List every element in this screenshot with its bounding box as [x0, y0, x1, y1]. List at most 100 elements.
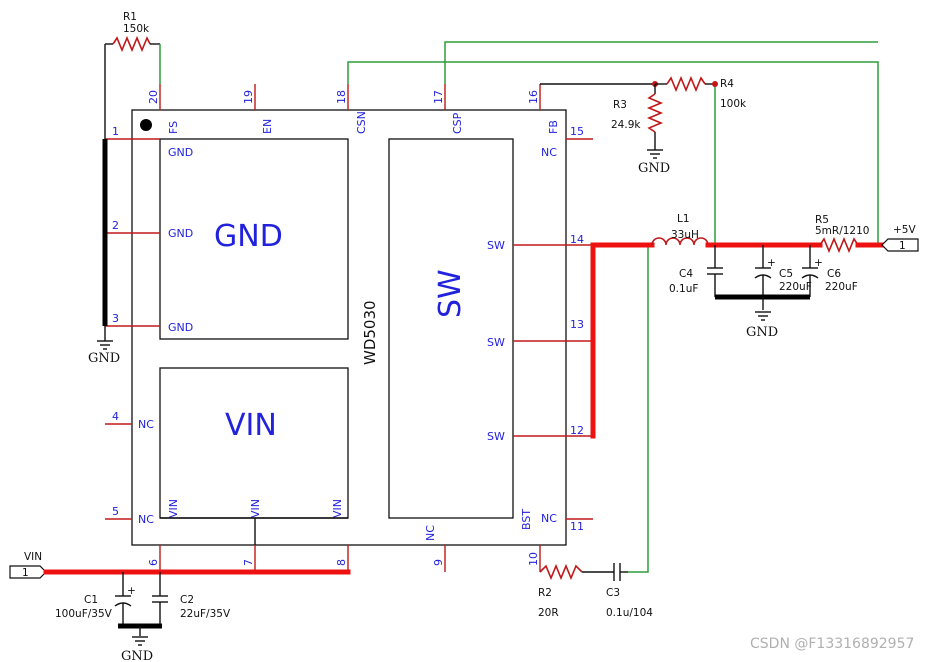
c4-capacitor	[707, 245, 723, 297]
c1-capacitor	[114, 572, 132, 626]
l1-ref: L1	[677, 213, 690, 225]
c5-value: 220uF	[779, 281, 812, 293]
r2-value: 20R	[538, 607, 559, 619]
svg-text:FB: FB	[547, 120, 560, 134]
r2-resistor	[539, 563, 583, 581]
c2-capacitor	[152, 572, 168, 626]
gnd-pad-label: GND	[214, 219, 283, 254]
svg-text:VIN: VIN	[167, 499, 180, 518]
gnd-label-out: GND	[746, 325, 778, 340]
gnd-label-left: GND	[88, 351, 120, 366]
svg-text:6: 6	[147, 559, 160, 566]
gnd-pad	[159, 138, 349, 340]
c6-ref: C6	[827, 268, 841, 280]
svg-text:11: 11	[570, 520, 584, 533]
out-port-num: 1	[899, 240, 906, 252]
svg-text:BST: BST	[520, 509, 533, 530]
gnd-label-r3: GND	[638, 161, 670, 176]
r5-value: 5mR/1210	[815, 225, 869, 237]
c3-capacitor	[613, 563, 621, 581]
svg-text:CSN: CSN	[355, 111, 368, 134]
svg-text:7: 7	[242, 559, 255, 566]
ground-symbol-out	[755, 311, 771, 321]
c2-value: 22uF/35V	[180, 608, 231, 620]
svg-text:14: 14	[570, 233, 584, 246]
svg-text:16: 16	[527, 90, 540, 104]
svg-text:5: 5	[112, 505, 119, 518]
c1-plus: +	[127, 585, 136, 597]
svg-text:CSP: CSP	[451, 112, 464, 134]
ground-symbol-r3	[647, 149, 663, 159]
r4-value: 100k	[720, 98, 747, 110]
gnd-label-in: GND	[121, 649, 153, 662]
svg-text:20: 20	[147, 90, 160, 104]
c5-plus: +	[767, 257, 776, 269]
c5-ref: C5	[779, 268, 793, 280]
r1-resistor	[112, 35, 151, 53]
vin-pad	[159, 367, 349, 519]
svg-text:GND: GND	[168, 227, 193, 240]
pin-stubs	[105, 84, 593, 572]
svg-text:2: 2	[112, 219, 119, 232]
svg-text:FS: FS	[167, 121, 180, 134]
svg-text:4: 4	[112, 410, 119, 423]
c6-capacitor	[801, 245, 819, 297]
svg-text:9: 9	[432, 559, 445, 566]
r2-ref: R2	[538, 587, 552, 599]
r5-ref: R5	[815, 214, 829, 226]
vin-net-label: VIN	[24, 551, 42, 563]
svg-text:12: 12	[570, 424, 584, 437]
svg-text:15: 15	[570, 125, 584, 138]
svg-text:10: 10	[527, 552, 540, 566]
sw-pad-label: SW	[433, 269, 468, 318]
svg-text:VIN: VIN	[331, 499, 344, 518]
r3-resistor	[646, 93, 664, 133]
svg-text:1: 1	[112, 125, 119, 138]
svg-text:SW: SW	[487, 336, 505, 349]
l1-value: 33uH	[671, 229, 699, 241]
c3-ref: C3	[606, 587, 620, 599]
svg-text:NC: NC	[138, 513, 154, 526]
pin1-dot	[140, 119, 152, 131]
svg-text:NC: NC	[541, 512, 557, 525]
bst-wire	[628, 245, 649, 573]
svg-text:SW: SW	[487, 239, 505, 252]
r1-value: 150k	[123, 23, 150, 35]
svg-text:13: 13	[570, 318, 584, 331]
c1-ref: C1	[84, 594, 98, 606]
vin-port-num: 1	[22, 567, 29, 579]
chip-name: WD5030	[361, 300, 379, 365]
sw-pad	[388, 138, 514, 519]
ground-symbol-left	[97, 340, 113, 350]
watermark: CSDN @F13316892957	[750, 636, 914, 652]
svg-text:VIN: VIN	[249, 499, 262, 518]
svg-text:19: 19	[242, 90, 255, 104]
pin-numbers: 1 2 3 4 5 6 7 8 9 10 11 12 13 14 15 16 1…	[112, 90, 584, 566]
vin-port	[9, 565, 47, 579]
l1-inductor	[651, 237, 709, 246]
r3-ref: R3	[613, 99, 627, 111]
r4-node-dot	[712, 81, 718, 87]
c6-plus: +	[814, 257, 823, 269]
svg-text:GND: GND	[168, 321, 193, 334]
svg-text:EN: EN	[261, 119, 274, 134]
csp-wire	[444, 41, 878, 84]
pin-names: FS EN CSN CSP FB GND GND GND NC NC VIN V…	[138, 111, 560, 541]
c4-value: 0.1uF	[669, 283, 698, 295]
csn-wire	[347, 61, 879, 245]
r4-ref: R4	[720, 78, 734, 90]
r4-resistor	[666, 75, 706, 93]
svg-text:SW: SW	[487, 430, 505, 443]
svg-text:18: 18	[335, 90, 348, 104]
c5-capacitor	[754, 245, 772, 297]
c2-ref: C2	[180, 594, 194, 606]
c3-value: 0.1u/104	[606, 607, 653, 619]
r1-ref: R1	[123, 11, 137, 23]
svg-text:17: 17	[432, 90, 445, 104]
out-net-label: +5V	[893, 224, 916, 236]
ic-body	[131, 109, 567, 546]
svg-text:NC: NC	[541, 146, 557, 159]
r5-resistor	[819, 236, 859, 254]
c1-value: 100uF/35V	[55, 608, 113, 620]
